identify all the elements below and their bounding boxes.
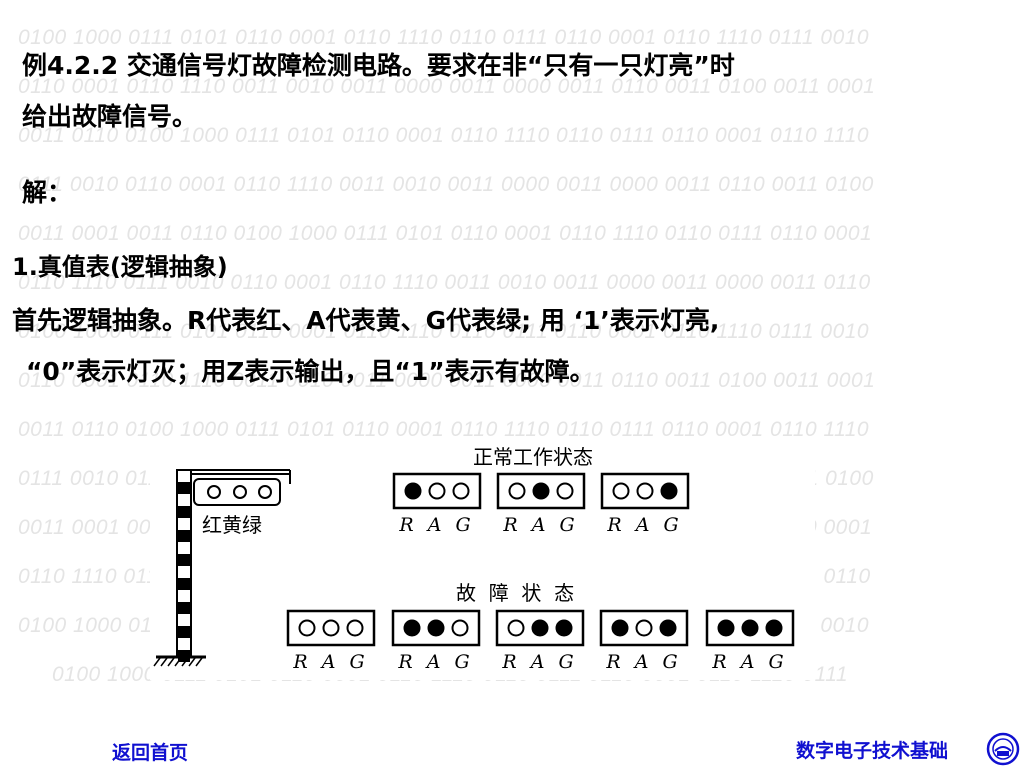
lamp-on	[741, 619, 759, 637]
lamp-labels: R A G	[711, 651, 787, 673]
lamp-off	[452, 482, 470, 500]
lamp-on	[404, 482, 422, 500]
section-heading-truth-table: 1.真值表(逻辑抽象)	[12, 253, 228, 281]
lamp-labels: R A G	[398, 514, 474, 536]
fault-state-box: R A G	[286, 609, 376, 673]
lamp-on	[659, 619, 677, 637]
lamp-labels: R A G	[502, 514, 578, 536]
fault-state-title: 故 障 状 态	[456, 581, 574, 605]
lamp-off	[556, 482, 574, 500]
body-text-line2: “0”表示灯灭；用Z表示输出，且“1”表示有故障。	[26, 357, 595, 386]
normal-state-box: R A G	[392, 472, 482, 536]
binary-background-row: 0110 1110 0111 0010 0110 0001 0110 1110 …	[18, 271, 871, 294]
lamp-labels: R A G	[606, 514, 682, 536]
lamp-on	[555, 619, 573, 637]
back-to-home-link[interactable]: 返回首页	[112, 742, 189, 764]
lamp-off	[451, 619, 469, 637]
lamp-on	[531, 619, 549, 637]
binary-background-row: 0011 0110 0100 1000 0111 0101 0110 0001 …	[18, 418, 870, 441]
university-logo-icon	[986, 732, 1020, 766]
lamp-off	[346, 619, 364, 637]
lamp-on	[765, 619, 783, 637]
lamp-off	[635, 619, 653, 637]
normal-state-box: R A G	[496, 472, 586, 536]
problem-title-line2: 给出故障信号。	[22, 102, 198, 131]
normal-state-box: R A G	[600, 472, 690, 536]
lamp-on	[717, 619, 735, 637]
lamp-on	[427, 619, 445, 637]
lamp-on	[403, 619, 421, 637]
body-text-line1: 首先逻辑抽象。R代表红、A代表黄、G代表绿; 用 ‘1’表示灯亮,	[12, 306, 720, 335]
lamp-off	[507, 619, 525, 637]
lamp-off	[428, 482, 446, 500]
binary-background-row: 0110 0001 0110 1110 0011 0010 0011 0000 …	[18, 369, 876, 392]
lamp-labels: R A G	[397, 651, 473, 673]
lamp-labels: R A G	[292, 651, 368, 673]
fault-state-box: R A G	[391, 609, 481, 673]
traffic-pole	[153, 469, 291, 667]
lamp-off	[322, 619, 340, 637]
binary-background-row: 0110 0001 0110 1110 0011 0010 0011 0000 …	[18, 75, 876, 98]
problem-title-line1: 例4.2.2 交通信号灯故障检测电路。要求在非“只有一只灯亮”时	[22, 51, 735, 80]
lamp-labels: R A G	[605, 651, 681, 673]
binary-background-row: 0100 1000 0111 0101 0110 0001 0110 1110 …	[18, 26, 870, 49]
lamp-on	[660, 482, 678, 500]
normal-state-title: 正常工作状态	[473, 445, 593, 469]
fault-state-box: R A G	[599, 609, 689, 673]
solution-label: 解：	[22, 178, 73, 207]
lamp-on	[532, 482, 550, 500]
lamp-labels: R A G	[501, 651, 577, 673]
course-title: 数字电子技术基础	[796, 740, 949, 762]
fault-state-box: R A G	[705, 609, 795, 673]
lamp-off	[636, 482, 654, 500]
pole-lamp-label: 红黄绿	[202, 513, 262, 537]
binary-background-row: 0011 0001 0011 0110 0100 1000 0111 0101 …	[18, 222, 873, 245]
lamp-off	[508, 482, 526, 500]
binary-background-row: 0111 0010 0110 0001 0110 1110 0011 0010 …	[18, 173, 874, 196]
fault-state-box: R A G	[495, 609, 585, 673]
lamp-on	[611, 619, 629, 637]
binary-background-row: 0100 1000 0111 0101 0110 0001 0110 1110 …	[18, 320, 870, 343]
binary-background-row: 0011 0110 0100 1000 0111 0101 0110 0001 …	[18, 124, 870, 147]
lamp-off	[612, 482, 630, 500]
lamp-off	[298, 619, 316, 637]
